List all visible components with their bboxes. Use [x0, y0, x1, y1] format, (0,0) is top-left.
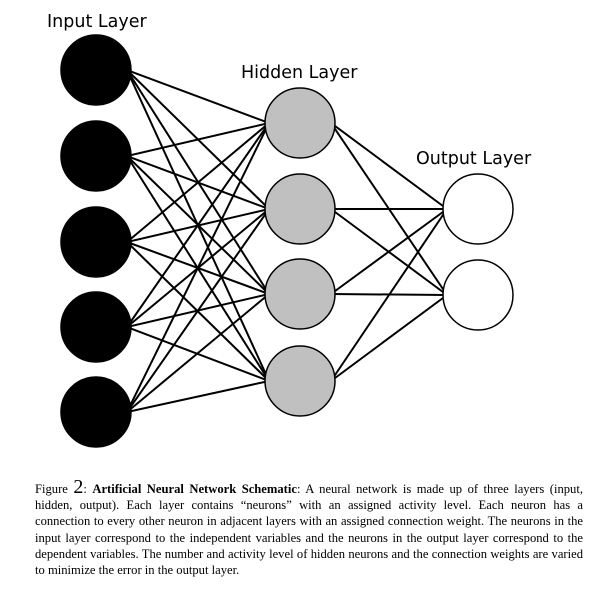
- connection-input-5-to-hidden-3: [126, 293, 270, 413]
- connection-input-1-to-hidden-1: [126, 69, 270, 124]
- connection-hidden-3-to-output-1: [330, 208, 448, 295]
- figure-title: Artificial Neural Network Schematic: [92, 482, 297, 496]
- figure-number: 2: [73, 476, 84, 498]
- connection-lines: [126, 69, 448, 413]
- hidden-neuron-1: [264, 87, 336, 159]
- connection-input-4-to-hidden-1: [126, 122, 270, 328]
- connection-input-5-to-hidden-2: [126, 208, 270, 413]
- input-neuron-2: [60, 120, 132, 192]
- hidden-layer-label: Hidden Layer: [241, 63, 358, 83]
- caption-body: : A neural network is made up of three l…: [35, 482, 583, 578]
- input-neuron-5: [60, 376, 132, 448]
- hidden-neuron-2: [264, 173, 336, 245]
- output-neuron-1: [442, 173, 514, 245]
- connection-input-5-to-hidden-4: [126, 380, 270, 413]
- connection-input-2-to-hidden-1: [126, 122, 270, 157]
- neuron-nodes: [60, 34, 514, 448]
- output-neuron-2: [442, 259, 514, 331]
- input-neuron-3: [60, 206, 132, 278]
- output-layer-label: Output Layer: [416, 149, 532, 169]
- connection-hidden-4-to-output-1: [330, 208, 448, 382]
- neural-network-diagram: Input Layer Hidden Layer Output Layer: [47, 12, 532, 448]
- connection-hidden-1-to-output-1: [330, 122, 448, 210]
- caption-colon: :: [83, 482, 93, 496]
- hidden-neuron-4: [264, 345, 336, 417]
- input-neuron-1: [60, 34, 132, 106]
- caption-prefix: Figure: [35, 482, 74, 496]
- connection-hidden-4-to-output-2: [330, 294, 448, 382]
- figure-caption: Figure 2: Artificial Neural Network Sche…: [35, 477, 583, 578]
- input-neuron-4: [60, 291, 132, 363]
- hidden-neuron-3: [264, 258, 336, 330]
- input-layer-label: Input Layer: [47, 12, 147, 32]
- connection-input-5-to-hidden-1: [126, 122, 270, 413]
- connection-input-3-to-hidden-1: [126, 122, 270, 243]
